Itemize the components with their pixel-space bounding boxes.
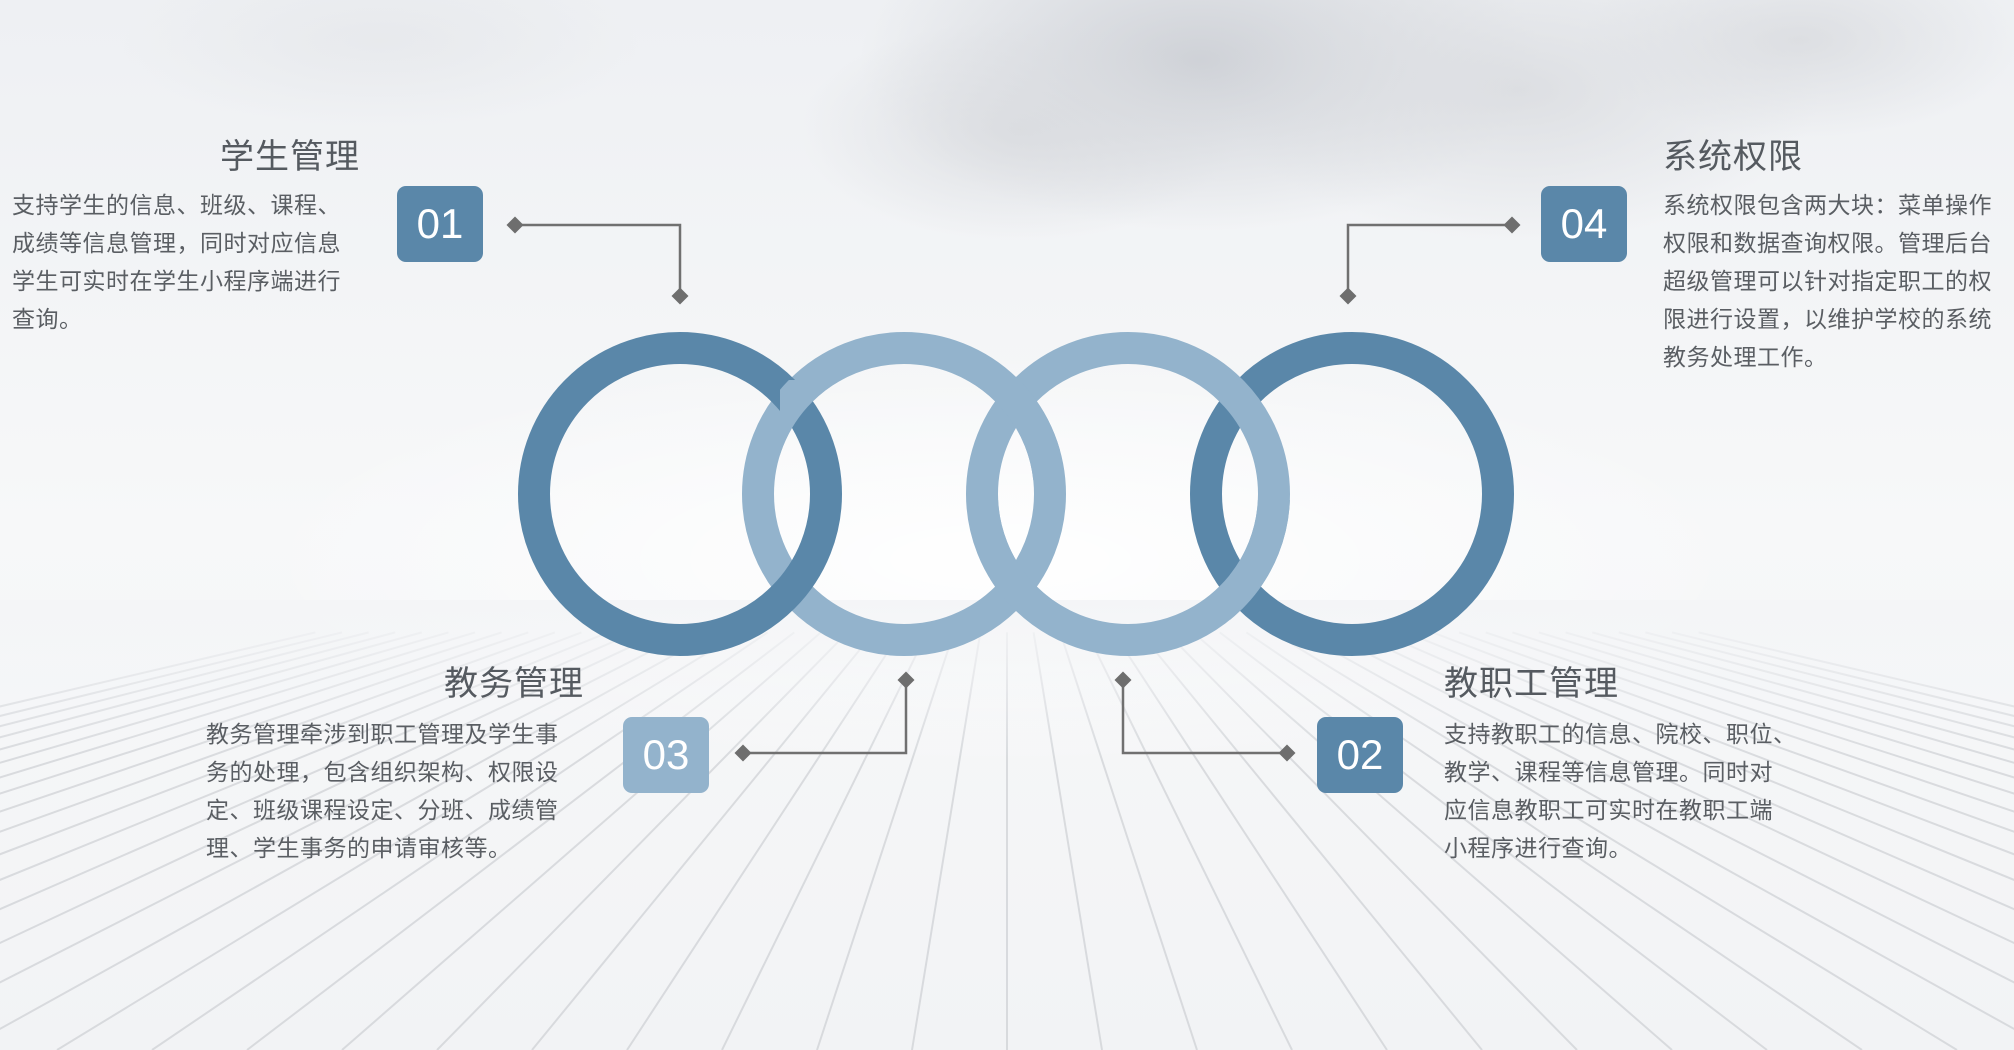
connector-04 — [1346, 223, 1512, 296]
item-03-title: 教务管理 — [444, 664, 584, 704]
item-01-title: 学生管理 — [220, 137, 360, 177]
item-02-desc: 支持教职工的信息、院校、职位、 教学、课程等信息管理。同时对 应信息教职工可实时… — [1444, 722, 1797, 862]
ring-4 — [1190, 332, 1514, 656]
ring-1 — [518, 332, 842, 656]
connector-dots — [506, 216, 1521, 762]
item-02-title: 教职工管理 — [1444, 664, 1619, 704]
item-01-badge: 01 — [397, 186, 483, 262]
item-02-badge: 02 — [1317, 717, 1403, 793]
item-01-desc: 支持学生的信息、班级、课程、 成绩等信息管理，同时对应信息 学生可实时在学生小程… — [12, 193, 341, 333]
item-04-badge: 04 — [1541, 186, 1627, 262]
connector-03 — [743, 680, 908, 755]
ring-3 — [966, 332, 1290, 656]
connector-01 — [515, 223, 682, 296]
item-04-title: 系统权限 — [1663, 137, 1803, 177]
item-03-desc: 教务管理牵涉到职工管理及学生事 务的处理，包含组织架构、权限设 定、班级课程设定… — [206, 722, 559, 862]
ring-2 — [742, 332, 1066, 656]
connectors — [515, 223, 1512, 755]
connector-02 — [1121, 680, 1287, 755]
item-03-badge: 03 — [623, 717, 709, 793]
item-04-desc: 系统权限包含两大块：菜单操作 权限和数据查询权限。管理后台 超级管理可以针对指定… — [1663, 193, 1992, 371]
